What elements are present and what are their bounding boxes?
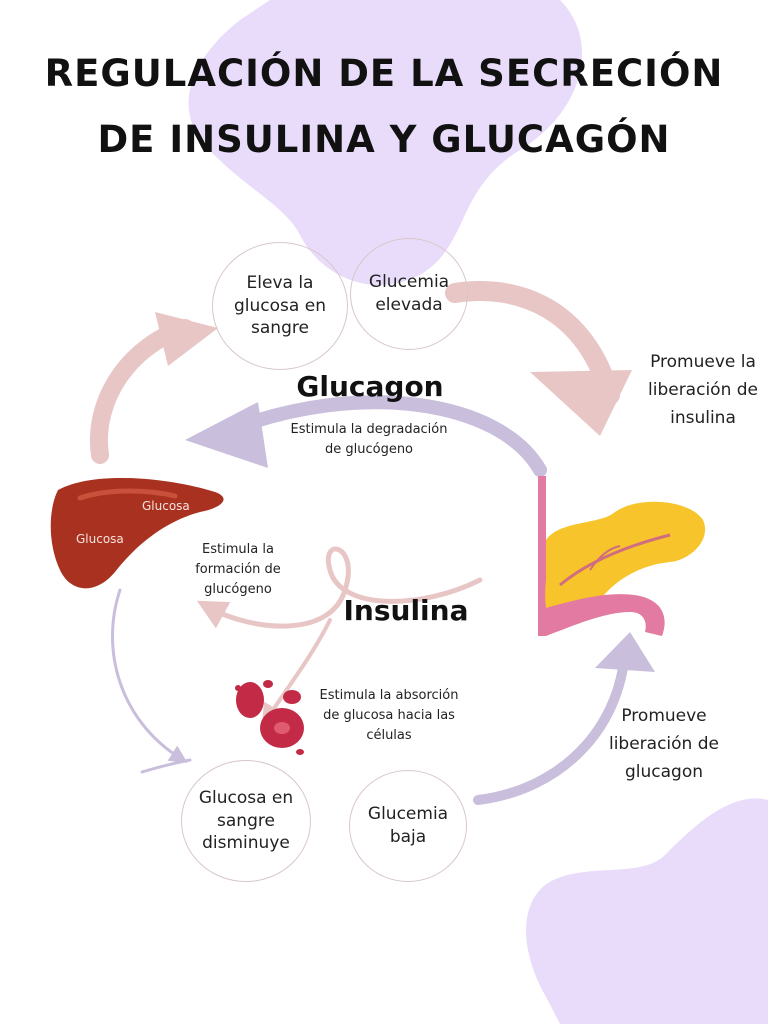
title-line-2: DE INSULINA Y GLUCAGÓN [97, 118, 671, 161]
liver-icon [50, 477, 224, 589]
arrow-liver-to-eleva-head [155, 312, 218, 366]
pancreas-line [538, 476, 546, 636]
label-formacion: Estimula la formación de glucógeno [195, 542, 281, 598]
arrow-to-pancreas [445, 281, 620, 405]
blood-cells-icon [235, 680, 304, 755]
hormone-insulina: Insulina [343, 594, 469, 627]
node-glucemia-elevada: Glucemia elevada [350, 238, 468, 350]
title-line-1: REGULACIÓN DE LA SECRECIÓN [44, 52, 724, 95]
arrow-baja-to-pancreas [473, 645, 630, 805]
label-promueve-glucagon: Promueve liberación de glucagon [608, 706, 719, 783]
arrow-to-pancreas-head [530, 370, 632, 436]
background-blob-top [188, 0, 583, 286]
arrow-liver-to-disminuye [111, 588, 188, 763]
liver-label-glucosa-1: Glucosa [142, 499, 190, 513]
node-glucemia-elevada-text: Glucemia elevada [368, 272, 450, 315]
pancreas-icon [545, 501, 706, 621]
node-glucosa-disminuye-text: Glucosa en sangre disminuye [198, 787, 294, 854]
background-blob-bottom [526, 798, 768, 1024]
node-eleva-glucosa-text: Eleva la glucosa en sangre [234, 272, 326, 339]
label-promueve-insulina: Promueve la liberación de insulina [648, 352, 759, 429]
duodenum-icon [546, 594, 665, 636]
hormone-glucagon: Glucagon [296, 370, 444, 403]
label-degradacion: Estimula la degradación de glucógeno [290, 422, 448, 458]
liver-label-glucosa-2: Glucosa [76, 532, 124, 546]
arrow-cells-to-disminuye [140, 758, 192, 774]
arrow-insulina-loop [196, 546, 483, 629]
node-eleva-glucosa: Eleva la glucosa en sangre [212, 242, 348, 370]
node-glucosa-disminuye: Glucosa en sangre disminuye [181, 760, 311, 882]
arrow-glucagon-head [185, 402, 268, 468]
arrow-baja-to-pancreas-head [595, 632, 655, 672]
node-glucemia-baja-text: Glucemia baja [367, 804, 449, 847]
arrow-glucagon [223, 395, 547, 477]
node-glucemia-baja: Glucemia baja [349, 770, 467, 882]
label-absorcion: Estimula la absorción de glucosa hacia l… [319, 688, 459, 744]
arrow-insulina-to-cells [261, 618, 332, 729]
